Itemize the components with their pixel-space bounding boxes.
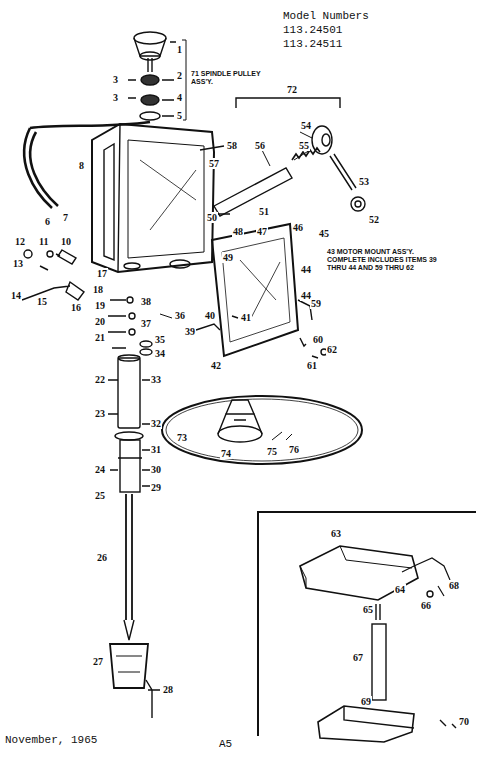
handle-parts (22, 250, 84, 300)
callout-number: 14 (10, 290, 22, 301)
callout-number: 11 (38, 236, 49, 247)
callout-number: 33 (150, 374, 162, 385)
callout-number: 27 (92, 656, 104, 667)
callout-number: 21 (94, 332, 106, 343)
quill-parts (108, 297, 172, 718)
callout-number: 56 (254, 140, 266, 151)
callout-number: 7 (62, 212, 69, 223)
callout-number: 35 (154, 334, 166, 345)
callout-number: 65 (362, 604, 374, 615)
callout-number: 73 (176, 432, 188, 443)
callout-number: 23 (94, 408, 106, 419)
callout-number: 67 (352, 652, 364, 663)
note-text: A5 (218, 738, 233, 750)
callout-number: 76 (288, 444, 300, 455)
note-text: 113.24501 (282, 24, 343, 36)
callout-number: 57 (208, 158, 220, 169)
callout-number: 3 (112, 74, 119, 85)
callout-number: 53 (358, 176, 370, 187)
callout-number: 8 (78, 160, 85, 171)
callout-number: 31 (150, 444, 162, 455)
callout-number: 15 (36, 296, 48, 307)
note-text: Model Numbers (282, 10, 370, 22)
note-text: 113.24511 (282, 38, 343, 50)
callout-number: 48 (232, 226, 244, 237)
callout-number: 69 (360, 696, 372, 707)
callout-number: 2 (176, 70, 183, 81)
callout-number: 24 (94, 464, 106, 475)
callout-number: 1 (176, 44, 183, 55)
callout-number: 61 (306, 360, 318, 371)
callout-number: 63 (330, 528, 342, 539)
belt (24, 122, 150, 208)
callout-number: 20 (94, 316, 106, 327)
feed-assembly (214, 98, 365, 216)
callout-number: 72 (286, 84, 298, 95)
callout-number: 34 (154, 348, 166, 359)
callout-number: 10 (60, 236, 72, 247)
spindle-pulley (128, 32, 186, 120)
callout-number: 17 (96, 268, 108, 279)
callout-number: 75 (266, 446, 278, 457)
callout-number: 62 (326, 344, 338, 355)
callout-number: 42 (210, 360, 222, 371)
callout-number: 45 (318, 228, 330, 239)
callout-number: 49 (222, 252, 234, 263)
note-text: November, 1965 (4, 734, 98, 746)
callout-number: 41 (240, 312, 252, 323)
callout-number: 5 (176, 110, 183, 121)
callout-number: 51 (258, 206, 270, 217)
note-text: 43 MOTOR MOUNT ASS'Y. COMPLETE INCLUDES … (326, 248, 446, 272)
callout-number: 46 (292, 222, 304, 233)
note-text: 71 SPINDLE PULLEY ASS'Y. (190, 70, 262, 86)
callout-number: 54 (300, 120, 312, 131)
callout-number: 36 (174, 310, 186, 321)
callout-number: 59 (310, 298, 322, 309)
callout-number: 55 (298, 140, 310, 151)
callout-number: 30 (150, 464, 162, 475)
callout-number: 39 (184, 326, 196, 337)
callout-number: 50 (206, 212, 218, 223)
callout-number: 4 (176, 92, 183, 103)
callout-number: 3 (112, 92, 119, 103)
callout-number: 47 (256, 226, 268, 237)
callout-number: 58 (226, 140, 238, 151)
callout-number: 44 (300, 264, 312, 275)
callout-number: 22 (94, 374, 106, 385)
callout-number: 64 (394, 584, 406, 595)
callout-number: 52 (368, 214, 380, 225)
callout-number: 29 (150, 482, 162, 493)
callout-number: 38 (140, 296, 152, 307)
inset (258, 512, 476, 742)
callout-number: 19 (94, 300, 106, 311)
callout-number: 60 (312, 334, 324, 345)
callout-number: 28 (162, 684, 174, 695)
head-casting (92, 124, 230, 272)
callout-number: 13 (12, 258, 24, 269)
callout-number: 37 (140, 318, 152, 329)
motor-mount (196, 224, 327, 358)
callout-number: 74 (220, 448, 232, 459)
callout-number: 6 (44, 216, 51, 227)
callout-number: 68 (448, 580, 460, 591)
callout-number: 18 (92, 284, 104, 295)
callout-number: 70 (458, 716, 470, 727)
guard-ring (162, 396, 362, 464)
callout-number: 66 (420, 600, 432, 611)
callout-number: 32 (150, 418, 162, 429)
callout-number: 12 (14, 236, 26, 247)
callout-number: 16 (70, 302, 82, 313)
callout-number: 26 (96, 552, 108, 563)
callout-number: 40 (204, 310, 216, 321)
callout-number: 25 (94, 490, 106, 501)
